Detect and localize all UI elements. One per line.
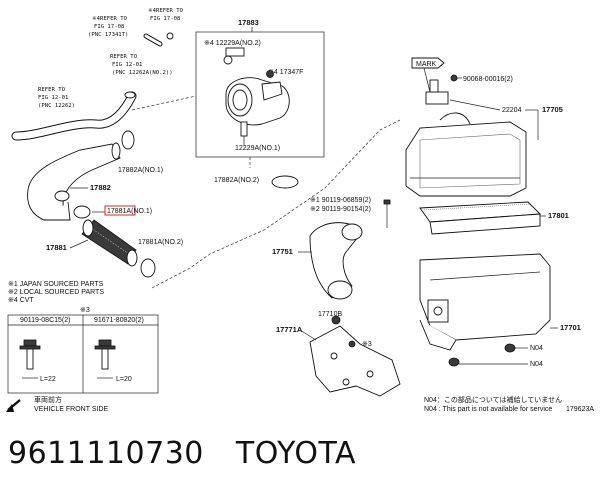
clamp-17881a-no2 [140,258,156,278]
svg-text:L=20: L=20 [116,376,132,383]
label-12229a-no1: 12229A(NO.1) [235,145,280,152]
maf-sensor [425,74,458,105]
air-cleaner-cap [405,112,527,197]
air-cleaner-case [419,253,551,351]
label-n04-b: N04 [530,361,543,368]
callout-refer-12-01-b: REFER TO FIG 12-01 (PNC 12262) [38,87,75,109]
clamp-17881a-no1 [73,205,91,219]
label-22204: 22204 [502,107,522,114]
accordion-hose-17881 [81,219,138,267]
callout-refer-12-01-a: REFER TO FIG 12-01 (PNC 12262A(NO.2)) [110,54,173,76]
footer: 9611110730 TOYOTA [8,436,356,471]
svg-text:FIG 12-01: FIG 12-01 [38,95,68,101]
clamp-17882a-no2 [271,175,299,189]
label-17701: 17701 [560,323,581,332]
bolt-part [383,199,391,228]
svg-text:※4 CVT: ※4 CVT [8,297,34,304]
callout-refer-17-08-b: ※4REFER TO FIG 17-08 [148,7,184,22]
air-filter-element [419,201,542,235]
svg-text:※4REFER TO: ※4REFER TO [92,15,128,22]
svg-text:FIG 17-08: FIG 17-08 [150,16,181,22]
vehicle-front-direction: 車両前方 VEHICLE FRONT SIDE [6,395,108,413]
svg-text:L=22: L=22 [40,376,56,383]
svg-text:FIG 12-01: FIG 12-01 [112,62,142,68]
svg-text:車両前方: 車両前方 [34,395,62,404]
grommet-17710b [331,315,341,325]
label-12229a-no2: ※4 12229A(NO.2) [204,40,261,47]
legend: ※1 JAPAN SOURCED PARTS ※2 LOCAL SOURCED … [8,281,104,304]
label-note3: ※3 [362,341,372,348]
label-17347f: ※4 17347F [268,69,303,76]
label-n04-a: N04 [530,345,543,352]
svg-text:REFER TO: REFER TO [110,54,138,60]
label-17710b: 17710B [318,311,342,318]
grommet-b [448,357,460,367]
breather-hose [11,91,137,141]
intake-duct-17882 [27,142,121,221]
svg-text:179623A: 179623A [566,406,594,413]
label-17705: 17705 [542,105,563,114]
brand-name: TOYOTA [235,436,356,471]
svg-text:(PNC 17341T): (PNC 17341T) [88,32,128,38]
label-17801: 17801 [548,211,569,220]
label-17881a-no1: 17881A(NO.1) [107,208,152,215]
svg-text:N04：この部品については補給していません: N04：この部品については補給していません [424,395,562,404]
svg-text:(PNC 12262): (PNC 12262) [38,103,75,109]
label-17881a-no2: 17881A(NO.2) [138,239,183,246]
svg-text:※2 LOCAL SOURCED PARTS: ※2 LOCAL SOURCED PARTS [8,289,104,296]
mark-tag: MARK [411,57,445,69]
svg-text:※1 JAPAN SOURCED PARTS: ※1 JAPAN SOURCED PARTS [8,281,104,288]
highlight-box [104,205,136,216]
label-17771a: 17771A [276,325,303,334]
clamp-17882a-no1 [121,130,135,150]
bolt-table: ※3 90119-08C15(2) 91671-80820(2) L=22 L=… [7,307,159,394]
service-notes: N04：この部品については補給していません N04 : This part is… [424,395,594,413]
svg-text:REFER TO: REFER TO [38,87,66,93]
callout-refer-17-08-a: ※4REFER TO FIG 17-08 (PNC 17341T) [88,15,128,38]
svg-text:(PNC 12262A(NO.2)): (PNC 12262A(NO.2)) [112,70,173,76]
label-90068: 90068-00016(2) [463,76,513,83]
throttle-body-part [223,47,290,146]
label-17881: 17881 [46,243,67,252]
grommet-a [504,343,516,353]
label-17882a-no1: 17882A(NO.1) [118,167,163,174]
label-17882: 17882 [90,183,111,192]
parts-diagram: 17883 ※4 12229A(NO.2) ※4 17347F 12229A(N… [6,7,594,413]
svg-text:MARK: MARK [416,61,437,68]
throttle-body-frame [195,31,325,158]
part-number: 9611110730 [8,436,204,471]
hose-small [143,32,174,47]
air-inlet-17751 [309,222,363,300]
label-90119-90154: ※2 90119-90154(2) [310,206,371,213]
svg-text:※3: ※3 [80,307,90,314]
bracket-17771a [309,325,401,397]
svg-text:N04 : This part is not availab: N04 : This part is not available for ser… [424,406,552,413]
svg-text:90119-08C15(2): 90119-08C15(2) [20,317,70,324]
svg-text:91671-80820(2): 91671-80820(2) [94,317,144,324]
label-17883: 17883 [238,18,259,27]
label-17751: 17751 [272,247,293,256]
label-17882a-no2: 17882A(NO.2) [214,177,259,184]
label-90119-06859: ※1 90119-06859(2) [310,197,371,204]
svg-text:VEHICLE FRONT SIDE: VEHICLE FRONT SIDE [34,406,108,413]
svg-text:FIG 17-08: FIG 17-08 [94,24,125,30]
svg-text:※4REFER TO: ※4REFER TO [148,7,184,14]
